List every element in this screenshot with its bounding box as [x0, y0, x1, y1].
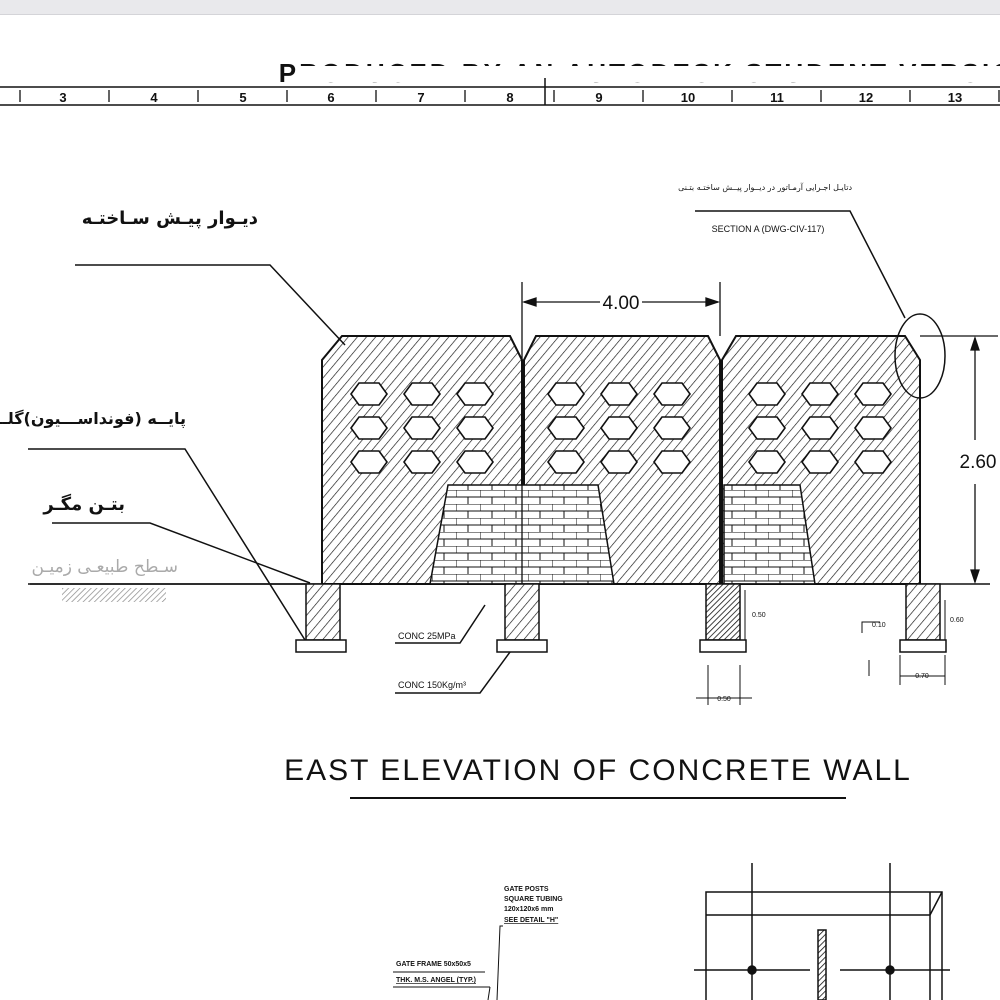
ruler-number-9: 9: [595, 90, 602, 105]
label-pedestal: پایــه (فونداســـیون)گلـــدان: [0, 409, 186, 429]
footing-pier-1: [305, 583, 341, 641]
footing-pier-3: [705, 583, 741, 641]
hex-opening: [653, 450, 691, 474]
hex-opening: [403, 382, 441, 406]
leader-lines: [28, 210, 906, 694]
label-section-ref: SECTION A (DWG-CIV-117): [712, 224, 825, 234]
ruler-number-13: 13: [948, 90, 962, 105]
hex-opening: [350, 416, 388, 440]
ruler-number-10: 10: [681, 90, 695, 105]
hex-opening: [854, 450, 892, 474]
ruler-number-8: 8: [506, 90, 513, 105]
hex-opening: [801, 416, 839, 440]
hex-opening: [350, 450, 388, 474]
footing-pier-2: [504, 583, 540, 641]
ruler-number-5: 5: [239, 90, 246, 105]
gate-posts-line-1: GATE POSTS: [504, 886, 549, 893]
hex-opening: [748, 450, 786, 474]
hex-opening: [653, 382, 691, 406]
hex-opening: [403, 450, 441, 474]
hex-opening: [653, 416, 691, 440]
gate-elevation: [694, 863, 950, 1000]
hex-opening: [854, 382, 892, 406]
hex-opening: [600, 382, 638, 406]
label-natural-ground: سـطح طبیعـی زمیـن: [32, 557, 178, 577]
gate-notes: GATE POSTS SQUARE TUBING 120x120x6 mm SE…: [393, 886, 563, 1000]
dim-060: 0.60: [950, 617, 964, 624]
ground-hatch: [62, 588, 166, 602]
dimension-height: [920, 335, 998, 585]
footings: [295, 583, 947, 653]
hex-opening: [748, 416, 786, 440]
hex-opening: [801, 382, 839, 406]
hex-opening: [600, 450, 638, 474]
hex-opening: [547, 450, 585, 474]
gate-posts-line-2: SQUARE TUBING: [504, 896, 563, 903]
dim-010: 0.10: [872, 622, 886, 629]
window-top-bar: [0, 0, 1000, 15]
small-dimensions: [696, 590, 946, 705]
gate-posts-line-4: SEE DETAIL "H": [504, 917, 558, 924]
hex-opening: [600, 416, 638, 440]
hex-opening: [456, 382, 494, 406]
wall-panels: [321, 335, 921, 585]
hex-opening: [547, 382, 585, 406]
label-prefab-wall: دیـوار پیـش سـاختـه: [82, 208, 258, 229]
label-detail-note: دتایـل اجـرایی آرمـاتور در دیــوار پیــش…: [678, 182, 852, 192]
ruler-number-4: 4: [150, 90, 158, 105]
label-conc-25mpa: CONC 25MPa: [398, 631, 456, 641]
dim-070: 0.70: [915, 673, 929, 680]
hex-opening: [801, 450, 839, 474]
ruler-number-6: 6: [327, 90, 334, 105]
ruler-number-3: 3: [59, 90, 66, 105]
hex-opening: [748, 382, 786, 406]
brick-infill-right: [723, 484, 816, 585]
hex-opening: [456, 450, 494, 474]
ruler: 3 4 5 6 7 8 9 10 11 12 13: [0, 78, 1000, 106]
ruler-number-7: 7: [417, 90, 424, 105]
hex-opening: [403, 416, 441, 440]
dimension-span-value: 4.00: [603, 293, 640, 314]
gate-posts-line-3: 120x120x6 mm: [504, 906, 553, 913]
gate-frame-line-2: THK. M.S. ANGEL (TYP.): [396, 977, 476, 984]
hex-opening: [456, 416, 494, 440]
drawing-title: EAST ELEVATION OF CONCRETE WALL: [284, 754, 912, 787]
footing-base-2: [496, 639, 548, 653]
footing-base-1: [295, 639, 347, 653]
ruler-number-12: 12: [859, 90, 873, 105]
dimension-span: [521, 282, 721, 584]
hex-opening: [350, 382, 388, 406]
dim-050-base: 0.50: [717, 696, 731, 703]
footing-base-4: [899, 639, 947, 653]
hex-opening: [547, 416, 585, 440]
detail-circle: [894, 313, 946, 399]
label-conc-150kg: CONC 150Kg/m³: [398, 680, 466, 690]
dim-050-pier: 0.50: [752, 612, 766, 619]
footing-pier-4: [905, 583, 941, 641]
label-lean-concrete: بتـن مگـر: [42, 493, 125, 515]
gate-frame-line-1: GATE FRAME 50x50x5: [396, 961, 471, 968]
footing-base-3: [699, 639, 747, 653]
dimension-height-value: 2.60: [960, 452, 997, 473]
hex-opening: [854, 416, 892, 440]
ruler-number-11: 11: [770, 90, 784, 105]
